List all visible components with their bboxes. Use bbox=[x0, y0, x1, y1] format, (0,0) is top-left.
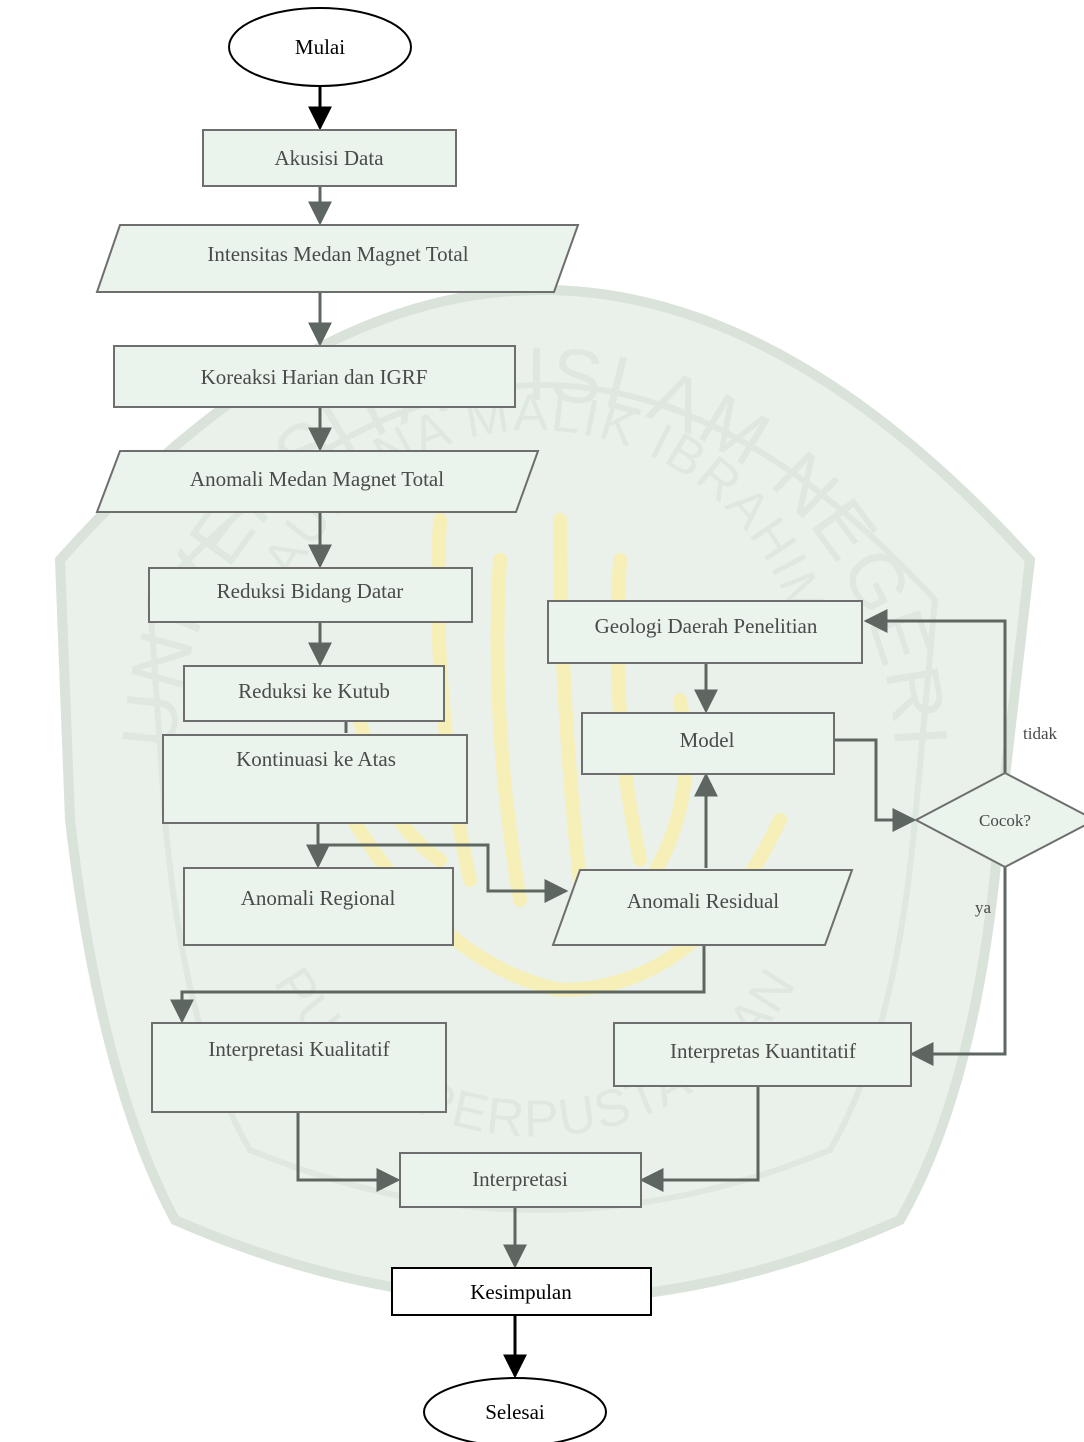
io-shape bbox=[95, 450, 540, 513]
arrow-kontinuasi-residual bbox=[318, 843, 569, 903]
process-label: Interpretas Kuantitatif bbox=[670, 1039, 856, 1063]
node-interpretasi: Interpretasi bbox=[399, 1152, 642, 1208]
terminal-start-shape bbox=[228, 7, 412, 87]
process-shape bbox=[162, 734, 468, 824]
node-selesai: Selesai bbox=[423, 1377, 607, 1442]
node-koreksi-harian: Koreaksi Harian dan IGRF bbox=[113, 345, 516, 408]
process-shape bbox=[581, 712, 835, 775]
node-interpretas-kuantitatif: Interpretas Kuantitatif bbox=[613, 1022, 912, 1087]
node-mulai: Mulai bbox=[228, 7, 412, 87]
process-label: Kontinuasi ke Atas bbox=[236, 747, 396, 771]
decision-label: Cocok? bbox=[979, 811, 1031, 830]
node-reduksi-kutub: Reduksi ke Kutub bbox=[183, 665, 445, 722]
terminal-end-shape bbox=[423, 1377, 607, 1442]
terminal-end-label: Selesai bbox=[485, 1400, 545, 1424]
arrow-residual-kualitatif bbox=[170, 946, 706, 1024]
node-kontinuasi: Kontinuasi ke Atas bbox=[162, 734, 468, 824]
process-label: Kesimpulan bbox=[470, 1280, 572, 1304]
node-intensitas-medan: Intensitas Medan Magnet Total bbox=[95, 224, 580, 293]
arrow-model-cocok bbox=[834, 738, 917, 832]
process-label: Anomali Regional bbox=[241, 886, 396, 910]
io-label: Intensitas Medan Magnet Total bbox=[207, 242, 468, 266]
process-label: Akusisi Data bbox=[274, 146, 384, 170]
node-anomali-medan-total: Anomali Medan Magnet Total bbox=[95, 450, 540, 513]
arrow-cocok-geologi-tidak bbox=[863, 609, 1007, 773]
arrow-cocok-kuantitatif-ya bbox=[909, 867, 1007, 1066]
arrow-kuantitatif-interpretasi bbox=[639, 1087, 760, 1192]
process-label: Reduksi ke Kutub bbox=[238, 679, 390, 703]
process-shape bbox=[151, 1022, 447, 1113]
node-kesimpulan: Kesimpulan bbox=[391, 1267, 652, 1316]
process-shape bbox=[547, 600, 863, 664]
node-model: Model bbox=[581, 712, 835, 775]
node-cocok: Cocok? bbox=[913, 771, 1084, 869]
io-label: Anomali Residual bbox=[627, 889, 779, 913]
process-label: Interpretasi bbox=[472, 1167, 568, 1191]
process-label: Geologi Daerah Penelitian bbox=[595, 614, 818, 638]
io-shape bbox=[95, 224, 580, 293]
connectors bbox=[170, 87, 1007, 1379]
io-shape bbox=[551, 869, 854, 946]
node-interpretasi-kualitatif: Interpretasi Kualitatif bbox=[151, 1022, 447, 1113]
node-anomali-residual: Anomali Residual bbox=[551, 869, 854, 946]
process-shape bbox=[613, 1022, 912, 1087]
arrow-kualitatif-interpretasi bbox=[296, 1113, 401, 1192]
process-shape bbox=[391, 1267, 652, 1316]
process-shape bbox=[183, 665, 445, 722]
process-shape bbox=[148, 567, 473, 623]
process-shape bbox=[399, 1152, 642, 1208]
io-label: Anomali Medan Magnet Total bbox=[190, 467, 444, 491]
process-shape bbox=[183, 867, 454, 946]
edge-label-tidak: tidak bbox=[1023, 724, 1057, 743]
process-shape bbox=[113, 345, 516, 408]
edge-label-ya: ya bbox=[975, 898, 992, 917]
terminal-start-label: Mulai bbox=[295, 35, 345, 59]
process-shape bbox=[202, 129, 457, 187]
node-geologi: Geologi Daerah Penelitian bbox=[547, 600, 863, 664]
node-akusisi-data: Akusisi Data bbox=[202, 129, 457, 187]
process-label: Koreaksi Harian dan IGRF bbox=[201, 365, 428, 389]
decision-shape bbox=[913, 771, 1084, 869]
node-reduksi-bidang: Reduksi Bidang Datar bbox=[148, 567, 473, 623]
process-label: Reduksi Bidang Datar bbox=[217, 579, 404, 603]
process-label: Model bbox=[680, 728, 735, 752]
process-label: Interpretasi Kualitatif bbox=[208, 1037, 389, 1061]
node-anomali-regional: Anomali Regional bbox=[183, 867, 454, 946]
